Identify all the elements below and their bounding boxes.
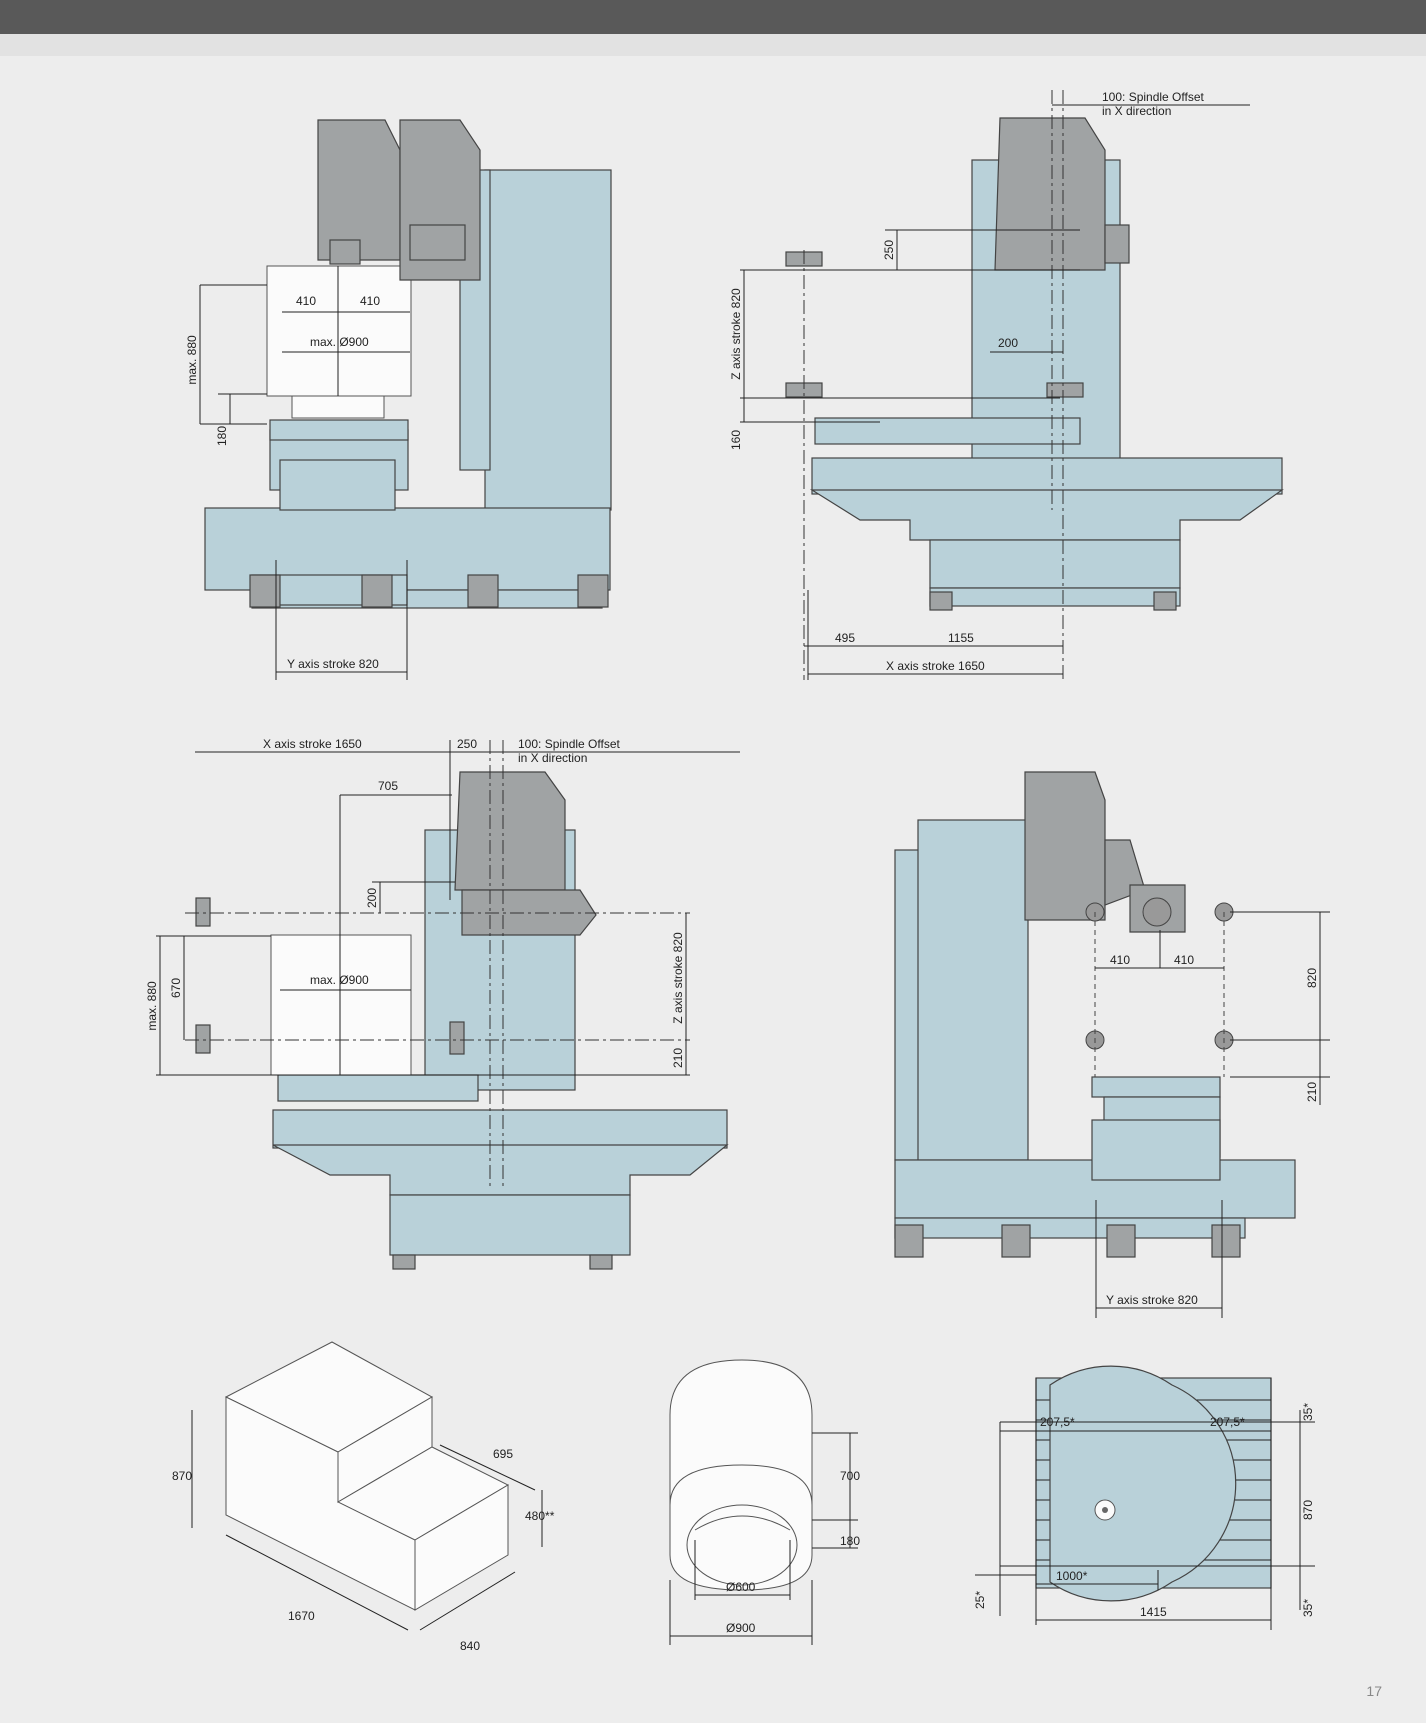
dim-495: 495 [835, 631, 855, 645]
top-bar [0, 0, 1426, 34]
dim-207b: 207,5* [1210, 1415, 1245, 1429]
dim-1415: 1415 [1140, 1605, 1167, 1619]
x-stroke-label: X axis stroke 1650 [886, 659, 985, 673]
cylinder-dims: 700 180 Ø600 Ø900 [669, 1432, 860, 1645]
front-view-mid-dims: X axis stroke 1650 250 100: Spindle Offs… [145, 737, 740, 1190]
dim-180-cyl: 180 [840, 1534, 860, 1548]
y-stroke-label: Y axis stroke 820 [287, 657, 379, 671]
dim-200-mid: 200 [365, 888, 379, 908]
dim-z-stroke: Z axis stroke 820 [729, 288, 743, 380]
front-view-top [785, 117, 1284, 611]
iso-workpiece [224, 1341, 510, 1611]
front-view-top-dims: 100: Spindle Offset in X direction 250 Z… [729, 90, 1250, 680]
side-view-right-dims: 410 410 820 210 Y axis stroke 820 [1094, 911, 1330, 1318]
spindle-offset-sub-mid: in X direction [518, 751, 587, 765]
dim-d600: Ø600 [726, 1580, 756, 1594]
dim-210-right: 210 [1305, 1082, 1319, 1102]
spindle-offset-sub: in X direction [1102, 104, 1171, 118]
dim-410b: 410 [360, 294, 380, 308]
front-view-mid [195, 771, 729, 1270]
dim-700-cyl: 700 [840, 1469, 860, 1483]
dim-410a-right: 410 [1110, 953, 1130, 967]
dim-1670: 1670 [288, 1609, 315, 1623]
dim-695: 695 [493, 1447, 513, 1461]
side-view-right [894, 771, 1296, 1258]
dim-1000: 1000* [1056, 1569, 1088, 1583]
header-stripe [0, 34, 1426, 56]
table-plan-dims: 207,5* 207,5* 35* 870 35* 25* 1000* 1415 [973, 1378, 1315, 1630]
dim-25: 25* [973, 1591, 987, 1609]
dim-d900: Ø900 [726, 1621, 756, 1635]
dim-207a: 207,5* [1040, 1415, 1075, 1429]
dim-diameter-mid: max. Ø900 [310, 973, 369, 987]
dim-820-right: 820 [1305, 968, 1319, 988]
dim-870-plan: 870 [1301, 1500, 1315, 1520]
dim-35a: 35* [1301, 1403, 1315, 1421]
dim-1155: 1155 [948, 631, 974, 645]
dim-200: 200 [998, 336, 1018, 350]
dim-840: 840 [460, 1639, 480, 1653]
y-stroke-label-right: Y axis stroke 820 [1106, 1293, 1198, 1307]
dim-480: 480** [525, 1509, 555, 1523]
dim-35b: 35* [1301, 1599, 1315, 1617]
dim-410a: 410 [296, 294, 316, 308]
dim-870-iso: 870 [172, 1469, 192, 1483]
dim-670: 670 [169, 978, 183, 998]
dim-160: 160 [729, 430, 743, 450]
dim-z-stroke-mid: Z axis stroke 820 [671, 932, 685, 1024]
x-stroke-label-mid: X axis stroke 1650 [263, 737, 362, 751]
spindle-offset-title-mid: 100: Spindle Offset [518, 737, 621, 751]
dim-diameter: max. Ø900 [310, 335, 369, 349]
dim-210-mid: 210 [671, 1048, 685, 1068]
dim-705: 705 [378, 779, 398, 793]
dim-250: 250 [882, 240, 896, 260]
iso-workpiece-dims: 870 695 480** 1670 840 [172, 1410, 555, 1653]
spindle-offset-title: 100: Spindle Offset [1102, 90, 1205, 104]
dim-250-mid: 250 [457, 737, 477, 751]
side-view-left-dims: max. 880 180 410 410 max. Ø900 Y axis st… [185, 266, 410, 680]
page-number: 17 [1366, 1683, 1382, 1699]
dim-max-height: max. 880 [185, 335, 199, 385]
dim-410b-right: 410 [1174, 953, 1194, 967]
dim-180: 180 [215, 426, 229, 446]
side-view-left [204, 119, 612, 609]
cylinder-workpiece [669, 1359, 813, 1591]
dim-max-height-mid: max. 880 [145, 981, 159, 1031]
table-plan [1035, 1365, 1272, 1602]
